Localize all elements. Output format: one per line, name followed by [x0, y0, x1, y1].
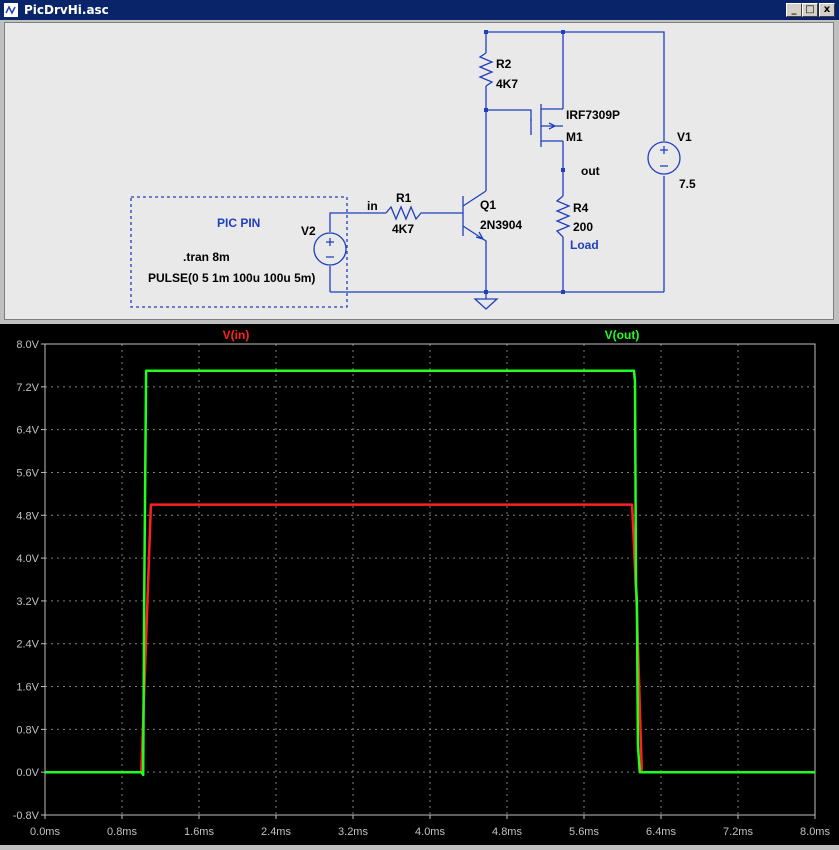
x-tick-label: 7.2ms — [723, 826, 753, 838]
y-tick-label: -0.8V — [13, 810, 40, 822]
ground-symbol — [473, 292, 499, 310]
y-axis-ticks: 8.0V 7.2V 6.4V 5.6V 4.8V 4.0V 3.2V 2.4V 1.6V 0.8V… — [13, 339, 45, 822]
r2-value-label: 4K7 — [496, 77, 518, 91]
schematic-pane[interactable]: R2 4K7 IRF7309P M1 out V1 7.5 in R1 4K7 … — [4, 22, 834, 320]
x-tick-label: 0.0ms — [30, 826, 60, 838]
close-button[interactable]: x — [819, 3, 835, 17]
schematic-canvas[interactable]: R2 4K7 IRF7309P M1 out V1 7.5 in R1 4K7 … — [5, 23, 835, 321]
schematic-app-icon — [4, 3, 18, 17]
y-tick-label: 5.6V — [16, 467, 39, 479]
mosfet-m1-symbol — [530, 32, 564, 196]
junction-dot — [561, 30, 565, 34]
plot-traces — [45, 369, 815, 777]
y-tick-label: 6.4V — [16, 425, 39, 437]
wire-top-rail — [486, 31, 665, 141]
junction-dot — [561, 290, 565, 294]
q1-model-label: 2N3904 — [480, 218, 522, 232]
r2-name-label: R2 — [496, 57, 512, 71]
x-tick-label: 3.2ms — [338, 826, 368, 838]
minimize-button[interactable]: _ — [786, 3, 802, 17]
v1-value-label: 7.5 — [679, 177, 696, 191]
r1-value-label: 4K7 — [392, 222, 414, 236]
plot-legend: V(in) V(out) — [223, 328, 640, 342]
m1-name-label: M1 — [566, 130, 583, 144]
net-in-label: in — [367, 199, 378, 213]
v1-polarity — [660, 146, 668, 167]
pic-pin-box — [130, 196, 348, 308]
x-tick-label: 4.8ms — [492, 826, 522, 838]
source-v1-symbol — [647, 141, 681, 175]
maximize-button[interactable]: □ — [802, 3, 818, 17]
x-axis-ticks: 0.0ms 0.8ms 1.6ms 2.4ms 3.2ms 4.0ms 4.8ms 5.6ms… — [30, 815, 830, 838]
window-title: PicDrvHi.asc — [24, 3, 109, 17]
y-tick-label: 8.0V — [16, 339, 39, 351]
load-label: Load — [570, 238, 599, 252]
x-tick-label: 0.8ms — [107, 826, 137, 838]
q1-name-label: Q1 — [480, 198, 496, 212]
junction-dot — [561, 168, 565, 172]
x-tick-label: 8.0ms — [800, 826, 830, 838]
junction-dot — [484, 108, 488, 112]
x-tick-label: 4.0ms — [415, 826, 445, 838]
pulse-spec[interactable]: PULSE(0 5 1m 100u 100u 5m) — [148, 271, 315, 285]
y-tick-label: 4.0V — [16, 553, 39, 565]
y-tick-label: 2.4V — [16, 639, 39, 651]
y-tick-label: 7.2V — [16, 382, 39, 394]
wire-in-net — [329, 212, 386, 232]
x-tick-label: 6.4ms — [646, 826, 676, 838]
v2-polarity — [326, 238, 334, 258]
pic-pin-label: PIC PIN — [217, 216, 260, 230]
plot-grid — [45, 344, 815, 815]
r4-name-label: R4 — [573, 201, 589, 215]
y-tick-label: 3.2V — [16, 596, 39, 608]
y-tick-label: 0.0V — [16, 767, 39, 779]
waveform-plot[interactable]: 8.0V 7.2V 6.4V 5.6V 4.8V 4.0V 3.2V 2.4V 1.6V 0.8V… — [0, 324, 839, 845]
r4-value-label: 200 — [573, 220, 593, 234]
m1-model-label: IRF7309P — [566, 108, 620, 122]
y-tick-label: 1.6V — [16, 682, 39, 694]
legend-vin[interactable]: V(in) — [223, 328, 250, 342]
r1-name-label: R1 — [396, 191, 412, 205]
resistor-r1-symbol — [385, 205, 463, 221]
resistor-r2-symbol — [478, 52, 494, 87]
net-out-label: out — [581, 164, 600, 178]
y-tick-label: 0.8V — [16, 724, 39, 736]
resistor-r4-symbol — [555, 195, 571, 238]
wire-gate — [486, 109, 532, 121]
legend-vout[interactable]: V(out) — [605, 328, 640, 342]
transistor-q1-symbol — [462, 190, 487, 292]
v2-name-label: V2 — [301, 224, 316, 238]
x-tick-label: 1.6ms — [184, 826, 214, 838]
tran-directive[interactable]: .tran 8m — [183, 250, 230, 264]
y-tick-label: 4.8V — [16, 510, 39, 522]
window-title-bar[interactable]: PicDrvHi.asc _ □ x — [0, 0, 839, 20]
trace-vout[interactable] — [45, 369, 815, 777]
waveform-plot-pane[interactable]: 8.0V 7.2V 6.4V 5.6V 4.8V 4.0V 3.2V 2.4V 1.6V 0.8V… — [0, 324, 839, 845]
x-tick-label: 5.6ms — [569, 826, 599, 838]
source-v2-symbol — [313, 232, 347, 266]
junction-dot — [484, 290, 488, 294]
v1-name-label: V1 — [677, 130, 692, 144]
x-tick-label: 2.4ms — [261, 826, 291, 838]
junction-dot — [484, 30, 488, 34]
